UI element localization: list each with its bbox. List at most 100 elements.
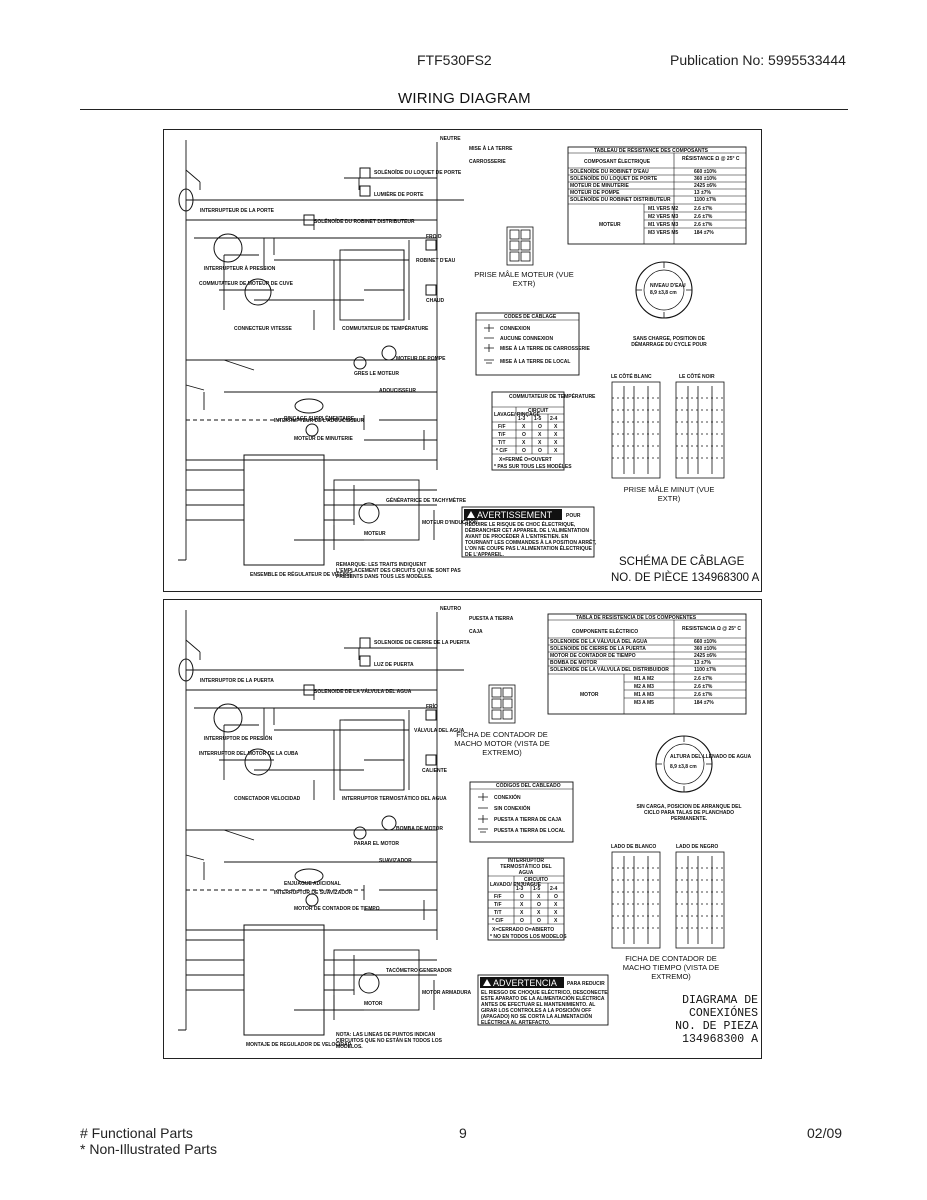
softener-switch-label-es: INTERRUPTOR DE SUAVIZADOR [274, 890, 353, 896]
warning-line-4: L'ON NE COUPE PAS L'ALIMENTATION ÉLECTRI… [465, 544, 592, 552]
carrosserie-label: CARROSSERIE [469, 159, 506, 165]
timer-plug-caption: PRISE MÂLE MINUT (VUE EXTR) [624, 485, 715, 503]
st-row-2-cell-1: X [538, 440, 542, 446]
rt-row-3-name-es: BOMBA DE MOTOR [550, 660, 597, 666]
st-row-1-cell-0: O [522, 432, 526, 438]
timer-plug-icon-es [611, 851, 725, 949]
rt-motor-3-name: M3 VERS M5 [648, 230, 679, 236]
st-row-0-cell-0: X [522, 424, 526, 430]
rt-motor-3-value-es: 184 ±7% [694, 700, 714, 706]
timer-white-label: LE CÔTÉ BLANC [611, 372, 652, 380]
part-number: NO. DE PIÈCE 134968300 A [611, 571, 760, 584]
st-col-2-es: 2-4 [550, 886, 557, 892]
st-col-2: 2-4 [550, 416, 557, 422]
st-legend-es: X=CERRADO O=ABIERTO [492, 927, 554, 933]
warning-heading-es: ADVERTENCIA [493, 978, 557, 988]
door-light-label-es: LUZ DE PUERTA [374, 662, 414, 668]
timer-plug-icon [611, 381, 725, 479]
temp-switch-label-es: INTERRUPTOR TERMOSTÁTICO DEL AGUA [342, 795, 447, 802]
model-number: FTF530FS2 [417, 52, 492, 68]
st-col-0-es: 1-3 [516, 886, 523, 892]
warning-heading: AVERTISSEMENT [477, 510, 553, 520]
rt-row-1-value-es: 360 ±10% [694, 646, 717, 652]
rt-row-4-name: SOLÉNOÏDE DU ROBINET DISTRIBUTEUR [570, 195, 671, 203]
rt-title: TABLEAU DE RÉSISTANCE DES COMPOSANTS [594, 146, 709, 154]
aux-switch-label-es: PARAR EL MOTOR [354, 841, 399, 847]
st-row-2-label: T/T [498, 440, 506, 446]
softener-switch-label: INTERRUPTEUR DE L'ADOUCISSEUR [274, 418, 364, 424]
tierra-label: PUESTA A TIERRA [469, 616, 514, 622]
caliente-label: CALIENTE [422, 768, 448, 774]
pressure-switch-label-es: INTERRUPTOR DE PRESIÓN [204, 734, 273, 742]
page-title: WIRING DIAGRAM [398, 90, 531, 107]
functional-parts-note: # Functional Parts [80, 1125, 193, 1141]
rt-col-component: COMPOSANT ÉLECTRIQUE [584, 157, 651, 165]
neutre-label: NEUTRE [440, 136, 461, 142]
st-row-2-cell-1-es: X [537, 910, 541, 916]
non-illustrated-note: * Non-Illustrated Parts [80, 1141, 217, 1157]
rt-row-3-value: 13 ±7% [694, 190, 711, 196]
softener-label: ADOUCISSEUR [379, 388, 416, 394]
warning-line-0-es: EL RIESGO DE CHOQUE ELÉCTRICO, DESCONECT… [481, 988, 608, 996]
rt-motor-3-name-es: M3 A M5 [634, 700, 654, 706]
timer-motor-label: MOTEUR DE MINUTERIE [294, 436, 354, 442]
gauge-caption: SANS CHARGE, POSITION DE DÉMARRAGE DU CY… [631, 336, 707, 348]
warning-tail: POUR [566, 513, 581, 519]
rinse-label: RINÇAGE SUPPLÉMENTAIRE [284, 414, 355, 422]
circuit-note: REMARQUE: LES TRAITS INDIQUENT L'EMPLACE… [336, 562, 461, 580]
st-note: * PAS SUR TOUS LES MODÈLES [494, 462, 572, 470]
rt-motor-2-value: 2.6 ±7% [694, 222, 713, 228]
st-note-es: * NO EN TODOS LOS MODELOS [490, 934, 567, 940]
st-row-1-cell-1: X [538, 432, 542, 438]
tacho-label: GÉNÉRATRICE DE TACHYMÈTRE [386, 496, 467, 504]
rt-motor-1-value-es: 2.6 ±7% [694, 684, 713, 690]
timer-motor-label-es: MOTOR DE CONTADOR DE TIEMPO [294, 906, 380, 912]
code-carrosserie: MISE À LA TERRE DE CARROSSERIE [500, 345, 590, 352]
st-row-3-label: * C/F [496, 448, 507, 454]
connector-label: CONNECTEUR VITESSE [234, 326, 292, 332]
st-row-2-cell-2: X [554, 440, 558, 446]
door-switch-label-es: INTERRUPTOR DE LA PUERTA [200, 678, 274, 684]
gauge-value-es: 8,9 ±3,8 cm [670, 764, 697, 770]
schema-title: SCHÉMA DE CÂBLAGE [619, 555, 745, 568]
board-label-es: MONTAJE DE REGULADOR DE VELOCIDAD [246, 1042, 352, 1048]
rt-motor-1-value: 2.6 ±7% [694, 214, 713, 220]
publication-date: 02/09 [807, 1125, 843, 1141]
st-row-0-cell-1: O [538, 424, 542, 430]
door-switch-label: INTERRUPTEUR DE LA PORTE [200, 208, 275, 214]
st-legend: X=FERMÉ O=OUVERT [499, 455, 552, 463]
switch-table-spanish: INTERRUPTOR TERMOSTÁTICO DEL AGUA LAVADO… [487, 857, 567, 941]
rt-motor-0-name-es: M1 A M2 [634, 676, 654, 682]
rt-row-0-name: SOLÉNOÏDE DU ROBINET D'EAU [570, 167, 649, 175]
water-level-gauge-icon-es [655, 735, 713, 793]
warning-line-2-es: ANTES DE EFECTUAR EL MANTENIMIENTO. AL [481, 1002, 595, 1008]
motor-label: MOTEUR [364, 531, 386, 537]
rt-col-resistance: RÉSISTANCE Ω @ 25° C [682, 154, 740, 162]
water-valve-label-es: VÁLVULA DEL AGUA [414, 727, 465, 734]
wiring-codes-spanish: CÓDIGOS DEL CABLEADO CONEXIÓN SIN CONEXI… [469, 781, 574, 843]
rt-motor-0-name: M1 VERS M2 [648, 206, 679, 212]
warning-line-1-es: ESTE APARATO DE LA ALIMENTACIÓN ELÉCTRIC… [481, 994, 605, 1002]
rt-col-resistance-es: RESISTENCIA Ω @ 25° C [682, 626, 741, 632]
timer-black-label-es: LADO DE NEGRO [676, 844, 718, 850]
publication-number: Publication No: 5995533444 [670, 52, 846, 68]
gauge-label-es: ALTURA DEL LLENADO DE AGUA [670, 754, 751, 760]
st-row-1-cell-0-es: X [520, 902, 524, 908]
st-row-3-cell-1: O [538, 448, 542, 454]
wiring-schematic-french: NEUTRE MISE À LA TERRE CARROSSERIE INTER… [178, 136, 760, 584]
drive-motor-label: MOTEUR D'INDUCTION [422, 520, 478, 526]
wiring-schematic-spanish: NEUTRO PUESTA A TIERRA CAJA INTERRUPTOR … [178, 606, 758, 1050]
warning-line-1: DÉBRANCHER CET APPAREIL DE L'ALIMENTATIO… [465, 526, 589, 534]
rt-row-0-value-es: 660 ±10% [694, 639, 717, 645]
st-row-1-cell-2-es: X [554, 902, 558, 908]
st-row-2-cell-0: X [522, 440, 526, 446]
st-title: COMMUTATEUR DE TEMPÉRATURE [509, 392, 596, 400]
st-col-1: 1-5 [534, 416, 541, 422]
circuit-note-es: NOTA: LAS LÍNEAS DE PUNTOS INDICAN CIRCU… [336, 1032, 442, 1050]
st-circuit: CIRCUIT [528, 408, 548, 414]
rinse-label-es: ENJUAGUE ADICIONAL [284, 881, 341, 887]
switch-table-french: COMMUTATEUR DE TEMPÉRATURE LAVAGE/ RINÇA… [491, 391, 596, 471]
timer-black-label: LE CÔTÉ NOIR [679, 372, 715, 380]
caja-label: CAJA [469, 629, 483, 635]
st-row-0-cell-2: X [554, 424, 558, 430]
